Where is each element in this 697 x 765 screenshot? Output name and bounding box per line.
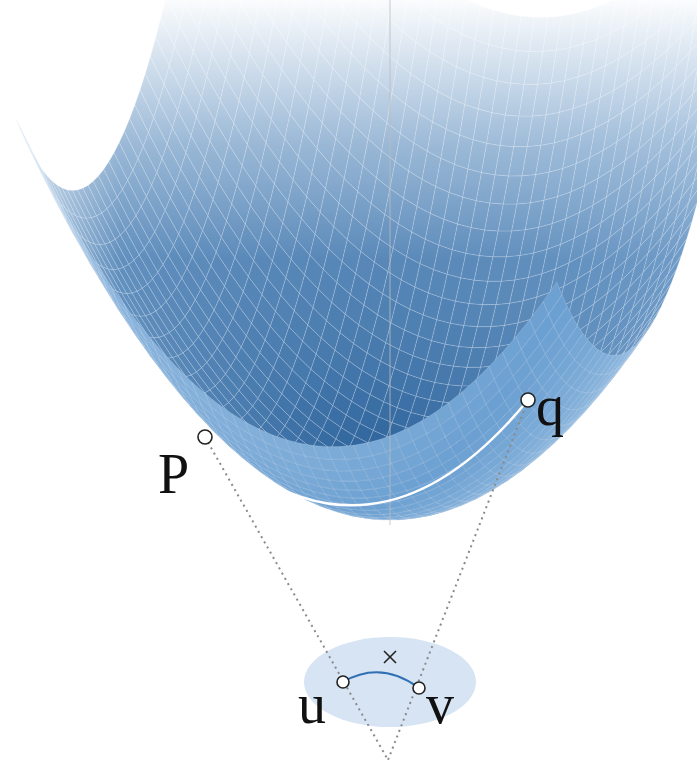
point-label: u bbox=[298, 676, 326, 732]
left-fade bbox=[0, 0, 120, 420]
mesh-cell bbox=[658, 270, 677, 303]
point-marker bbox=[521, 393, 535, 407]
mesh-cell bbox=[164, 354, 183, 381]
mesh-cell bbox=[634, 315, 653, 344]
mesh-cell bbox=[178, 368, 197, 394]
point-label: q bbox=[536, 378, 564, 434]
domain-curve bbox=[343, 672, 419, 688]
projection-line bbox=[388, 400, 528, 760]
origin-cross bbox=[384, 651, 396, 663]
point-marker bbox=[413, 682, 425, 694]
point-label: P bbox=[158, 446, 189, 502]
mesh-cell bbox=[191, 381, 210, 406]
point-label: v bbox=[426, 676, 454, 732]
mesh-cell bbox=[205, 393, 224, 416]
point-marker bbox=[337, 676, 349, 688]
mesh-cell bbox=[124, 304, 143, 335]
mesh-cell bbox=[652, 284, 671, 316]
geodesic-curve bbox=[205, 400, 528, 505]
point-marker bbox=[198, 430, 212, 444]
mesh-cell bbox=[647, 296, 666, 327]
projection-line bbox=[205, 437, 388, 760]
mesh-cell bbox=[663, 255, 682, 289]
mesh-cell bbox=[543, 282, 562, 314]
mesh-cell bbox=[137, 322, 156, 351]
axis-line bbox=[390, 0, 391, 525]
mesh-cell bbox=[151, 339, 170, 367]
